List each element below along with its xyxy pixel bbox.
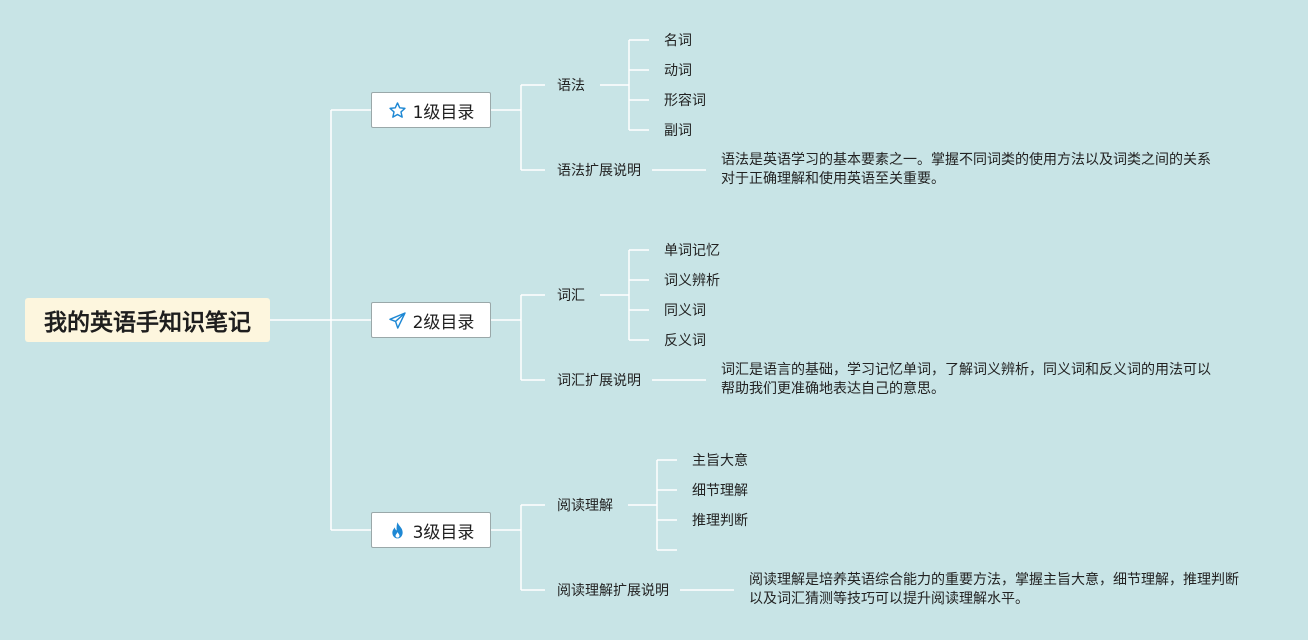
leaf-item[interactable]: 细节理解 bbox=[692, 483, 748, 499]
branch-reading[interactable]: 阅读理解 bbox=[557, 498, 613, 514]
leaf-item[interactable]: 单词记忆 bbox=[664, 243, 720, 259]
root-node[interactable]: 我的英语手知识笔记 bbox=[25, 298, 270, 342]
root-title: 我的英语手知识笔记 bbox=[44, 310, 251, 336]
leaf-item[interactable]: 主旨大意 bbox=[692, 453, 748, 469]
description-vocabulary: 词汇是语言的基础，学习记忆单词，了解词义辨析，同义词和反义词的用法可以 帮助我们… bbox=[721, 362, 1211, 397]
leaf-item[interactable]: 副词 bbox=[664, 123, 692, 139]
leaf-item[interactable]: 推理判断 bbox=[692, 513, 748, 529]
level-node-3[interactable]: 3级目录 bbox=[371, 512, 491, 548]
description-grammar: 语法是英语学习的基本要素之一。掌握不同词类的使用方法以及词类之间的关系 对于正确… bbox=[721, 152, 1211, 187]
level-node-1[interactable]: 1级目录 bbox=[371, 92, 491, 128]
leaf-item[interactable]: 反义词 bbox=[664, 333, 706, 349]
leaf-item[interactable]: 词义辨析 bbox=[664, 273, 720, 289]
description-reading: 阅读理解是培养英语综合能力的重要方法，掌握主旨大意，细节理解，推理判断 以及词汇… bbox=[749, 572, 1239, 607]
branch-grammar-notes[interactable]: 语法扩展说明 bbox=[557, 163, 641, 179]
branch-reading-notes[interactable]: 阅读理解扩展说明 bbox=[557, 583, 669, 599]
paper-plane-icon bbox=[388, 310, 408, 330]
leaf-item[interactable]: 动词 bbox=[664, 63, 692, 79]
level-label: 3级目录 bbox=[412, 522, 475, 543]
leaf-item[interactable]: 名词 bbox=[664, 33, 692, 49]
branch-vocabulary[interactable]: 词汇 bbox=[557, 288, 585, 304]
branch-grammar[interactable]: 语法 bbox=[557, 78, 585, 94]
flame-icon bbox=[388, 520, 408, 540]
leaf-item[interactable]: 同义词 bbox=[664, 303, 706, 319]
branch-vocabulary-notes[interactable]: 词汇扩展说明 bbox=[557, 373, 641, 389]
level-label: 1级目录 bbox=[412, 102, 475, 123]
star-icon bbox=[388, 100, 408, 120]
level-node-2[interactable]: 2级目录 bbox=[371, 302, 491, 338]
leaf-item[interactable]: 形容词 bbox=[664, 93, 706, 109]
level-label: 2级目录 bbox=[412, 312, 475, 333]
